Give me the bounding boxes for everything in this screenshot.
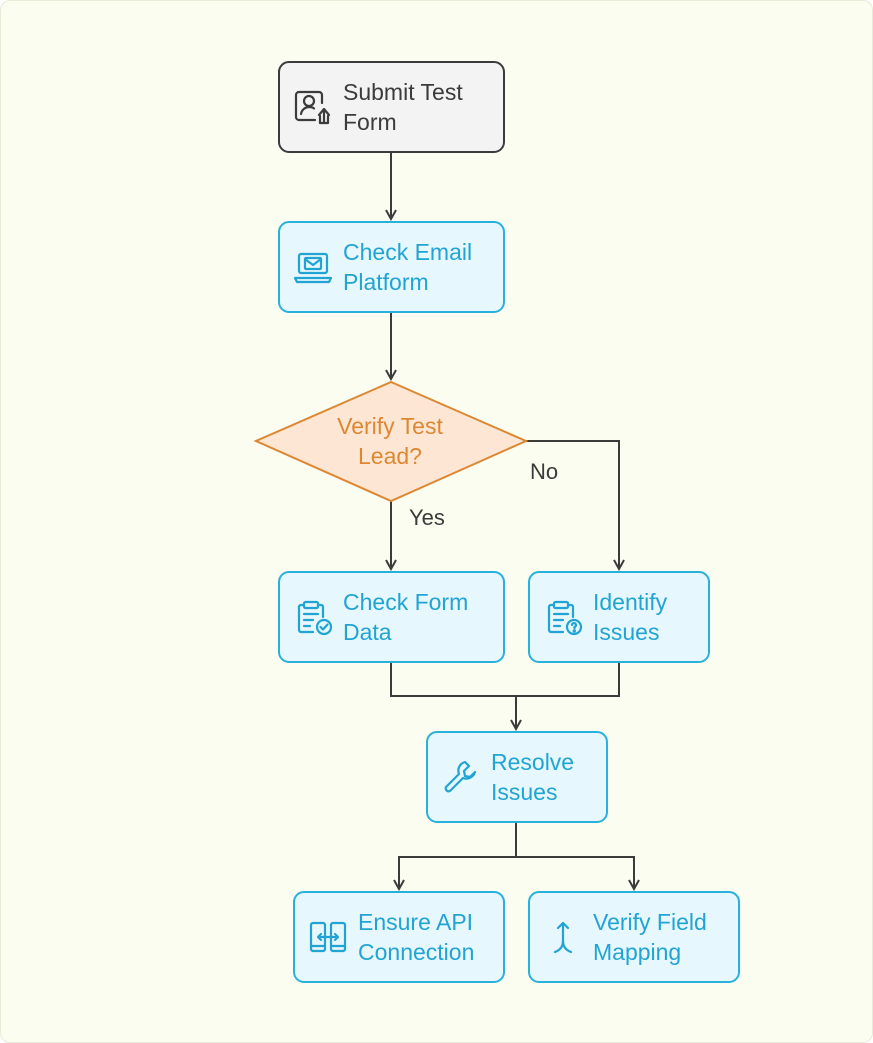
- edge-check-form-to-resolve: [390, 663, 516, 729]
- edge-label-yes: Yes: [409, 505, 445, 530]
- decision-verify-test-lead: Verify Test Lead?: [337, 413, 443, 469]
- wrench-icon: [444, 760, 477, 793]
- node-identify-issues: Identify Issues: [528, 571, 710, 663]
- node-resolve-issues: Resolve Issues: [426, 731, 608, 823]
- merge-arrow-icon: [553, 921, 573, 954]
- node-label: Resolve Issues: [491, 749, 575, 805]
- api-transfer-icon: [309, 921, 347, 953]
- node-verify-field-mapping: Verify Field Mapping: [528, 891, 740, 983]
- clipboard-question-icon: [547, 600, 583, 636]
- edge-resolve-to-api: [399, 823, 517, 889]
- node-submit-test-form: Submit Test Form: [278, 61, 505, 153]
- node-ensure-api-connection: Ensure API Connection: [293, 891, 505, 983]
- edge-label-no: No: [530, 459, 559, 484]
- edge-identify-to-resolve: [516, 663, 620, 697]
- node-label: Verify Field Mapping: [593, 909, 707, 965]
- clipboard-check-icon: [297, 600, 333, 636]
- node-label: Ensure API Connection: [358, 909, 475, 965]
- node-check-email-platform: Check Email Platform: [278, 221, 505, 313]
- laptop-mail-icon: [293, 252, 333, 284]
- node-label: Identify Issues: [593, 589, 668, 645]
- decision-diamond: [253, 380, 529, 503]
- node-check-form-data: Check Form Data: [278, 571, 505, 663]
- node-label: Check Form Data: [343, 589, 469, 645]
- node-label: Check Email Platform: [343, 239, 473, 295]
- edge-verify-lead-no: [526, 440, 619, 569]
- node-label: Submit Test Form: [343, 79, 463, 135]
- user-upload-icon: [294, 90, 331, 125]
- edge-resolve-to-mapping: [516, 856, 634, 889]
